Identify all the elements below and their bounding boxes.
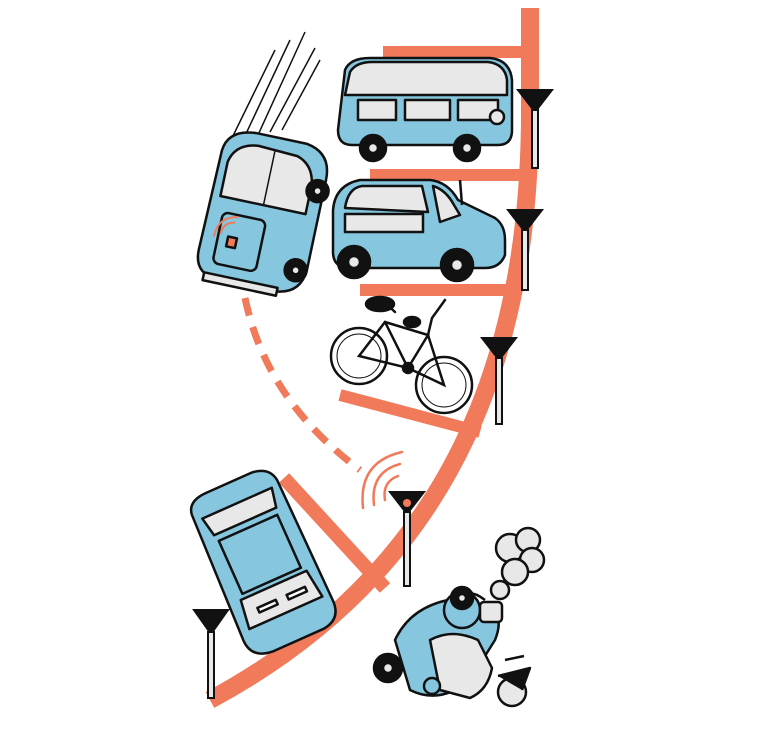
exhaust-cloud	[489, 526, 546, 601]
sensor-post-5	[192, 609, 230, 699]
motion-lines	[229, 31, 321, 143]
divider-line-4	[338, 389, 482, 438]
parking-sensors	[192, 89, 555, 699]
divider-line-5	[278, 473, 391, 593]
dashed-path	[241, 297, 363, 473]
signal-waves	[361, 450, 404, 510]
sensor-post-4-active	[387, 491, 427, 587]
minivan	[336, 56, 514, 163]
bicycle	[329, 295, 474, 415]
scooter-rider	[372, 526, 546, 708]
hatchback-car	[331, 178, 507, 283]
sensor-post-1	[515, 89, 555, 169]
sensor-post-2	[505, 209, 545, 291]
parked-car-bottom-left	[189, 469, 337, 655]
moving-car-top-left	[196, 31, 330, 297]
sensor-post-3	[479, 337, 519, 425]
